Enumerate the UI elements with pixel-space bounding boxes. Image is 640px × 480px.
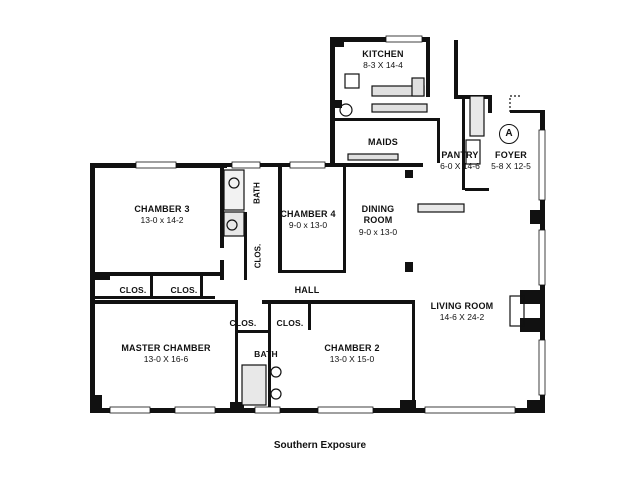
pantry-label: PANTRY 6-0 X 14-6: [440, 150, 480, 172]
clos-left-name: CLOS.: [119, 285, 147, 295]
dining-dims: 9-0 x 13-0: [358, 226, 398, 237]
maids-label: MAIDS: [368, 137, 398, 148]
clos-ch2-name: CLOS.: [276, 318, 304, 328]
bath-upper-label: BATH: [252, 182, 262, 204]
chamber3-name: CHAMBER 3: [134, 204, 190, 214]
pantry-name: PANTRY: [441, 150, 479, 160]
hall-label: HALL: [295, 285, 320, 296]
chamber2-label: CHAMBER 2 13-0 X 15-0: [324, 343, 379, 365]
chamber2-dims: 13-0 X 15-0: [329, 354, 375, 365]
pantry-dims: 6-0 X 14-6: [440, 161, 480, 172]
clos-master-name: CLOS.: [229, 318, 257, 328]
bath-lower-name: BATH: [254, 349, 278, 359]
chamber3-label: CHAMBER 3 13-0 x 14-2: [134, 204, 189, 226]
clos-ch2-label: CLOS.: [277, 318, 304, 329]
master-label: MASTER CHAMBER 13-0 X 16-6: [121, 343, 210, 365]
chamber2-name: CHAMBER 2: [324, 343, 380, 353]
foyer-dims: 5-8 X 12-5: [491, 161, 531, 172]
hall-name: HALL: [294, 285, 320, 295]
fixtures: [223, 73, 525, 406]
living-dims: 14-6 X 24-2: [439, 312, 485, 323]
clos-vertical-label: CLOS.: [253, 243, 263, 269]
clos-master-label: CLOS.: [230, 318, 257, 329]
walls: [90, 37, 545, 413]
master-name: MASTER CHAMBER: [121, 343, 211, 353]
foyer-name: FOYER: [494, 150, 528, 160]
plan-caption: Southern Exposure: [273, 440, 367, 451]
windows: [109, 35, 546, 414]
kitchen-label: KITCHEN 8-3 X 14-4: [362, 49, 403, 71]
dining-label: DINING ROOM 9-0 x 13-0: [359, 204, 397, 237]
clos-mid-name: CLOS.: [170, 285, 198, 295]
entry-marker: A: [499, 124, 519, 144]
master-dims: 13-0 X 16-6: [143, 354, 189, 365]
clos-left-label: CLOS.: [120, 285, 147, 296]
living-name: LIVING ROOM: [430, 301, 494, 311]
living-label: LIVING ROOM 14-6 X 24-2: [431, 301, 494, 323]
chamber4-label: CHAMBER 4 9-0 x 13-0: [280, 209, 335, 231]
dining-name-line1: DINING: [361, 204, 395, 214]
kitchen-name: KITCHEN: [362, 49, 404, 59]
chamber4-dims: 9-0 x 13-0: [288, 220, 328, 231]
clos-mid-label: CLOS.: [171, 285, 198, 296]
maids-name: MAIDS: [368, 137, 398, 147]
foyer-label: FOYER 5-8 X 12-5: [491, 150, 531, 172]
chamber4-name: CHAMBER 4: [280, 209, 336, 219]
chamber3-dims: 13-0 x 14-2: [140, 215, 184, 226]
bath-lower-label: BATH: [254, 349, 278, 360]
dining-name-line2: ROOM: [363, 215, 393, 226]
kitchen-dims: 8-3 X 14-4: [363, 60, 403, 71]
